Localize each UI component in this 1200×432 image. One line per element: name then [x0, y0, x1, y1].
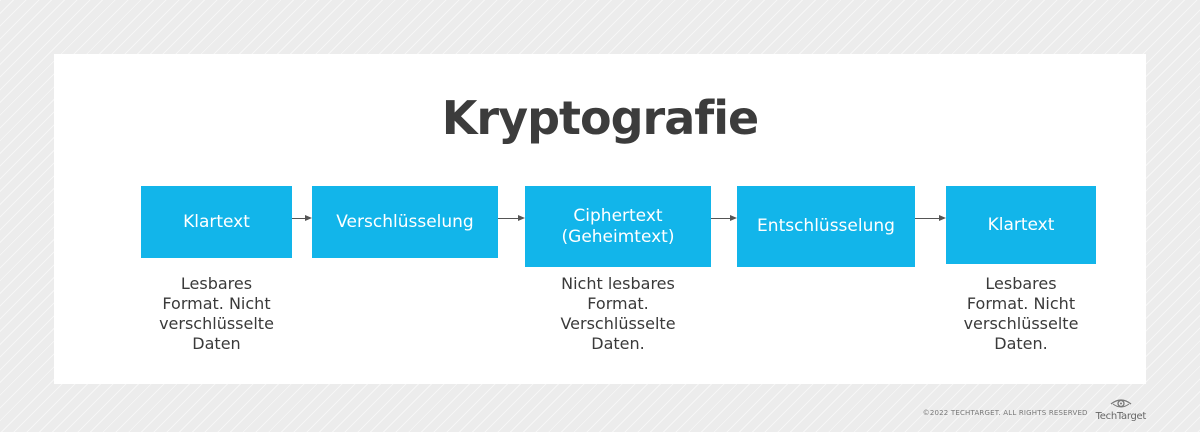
brand-logo: TechTarget	[1096, 397, 1146, 422]
step-box-plaintext-input: Klartext	[141, 186, 292, 258]
footer: ©2022 TECHTARGET. ALL RIGHTS RESERVED Te…	[923, 392, 1146, 422]
step-label: Entschlüsselung	[757, 216, 895, 236]
eye-icon	[1110, 399, 1132, 408]
step-caption-plaintext-output: Lesbares Format. Nicht verschlüsselte Da…	[963, 274, 1079, 353]
step-caption-plaintext-input: Lesbares Format. Nicht verschlüsselte Da…	[159, 274, 274, 353]
step-box-encryption: Verschlüsselung	[312, 186, 498, 258]
arrow-right-icon	[292, 215, 312, 221]
step-box-plaintext-output: Klartext	[946, 186, 1096, 264]
arrow-right-icon	[915, 215, 946, 221]
step-box-ciphertext: Ciphertext (Geheimtext)	[525, 186, 711, 267]
diagram-title: Kryptografie	[441, 91, 759, 145]
step-label: Klartext	[987, 214, 1055, 235]
arrow-right-icon	[498, 215, 525, 221]
step-box-decryption: Entschlüsselung	[737, 186, 915, 267]
copyright-text: ©2022 TECHTARGET. ALL RIGHTS RESERVED	[922, 409, 1088, 417]
step-caption-ciphertext: Nicht lesbares Format. Verschlüsselte Da…	[560, 274, 676, 353]
step-label: Ciphertext (Geheimtext)	[561, 205, 675, 247]
step-label: Klartext	[183, 211, 250, 232]
brand-name: TechTarget	[1095, 411, 1147, 422]
step-label: Verschlüsselung	[336, 211, 474, 232]
arrow-right-icon	[711, 215, 737, 221]
